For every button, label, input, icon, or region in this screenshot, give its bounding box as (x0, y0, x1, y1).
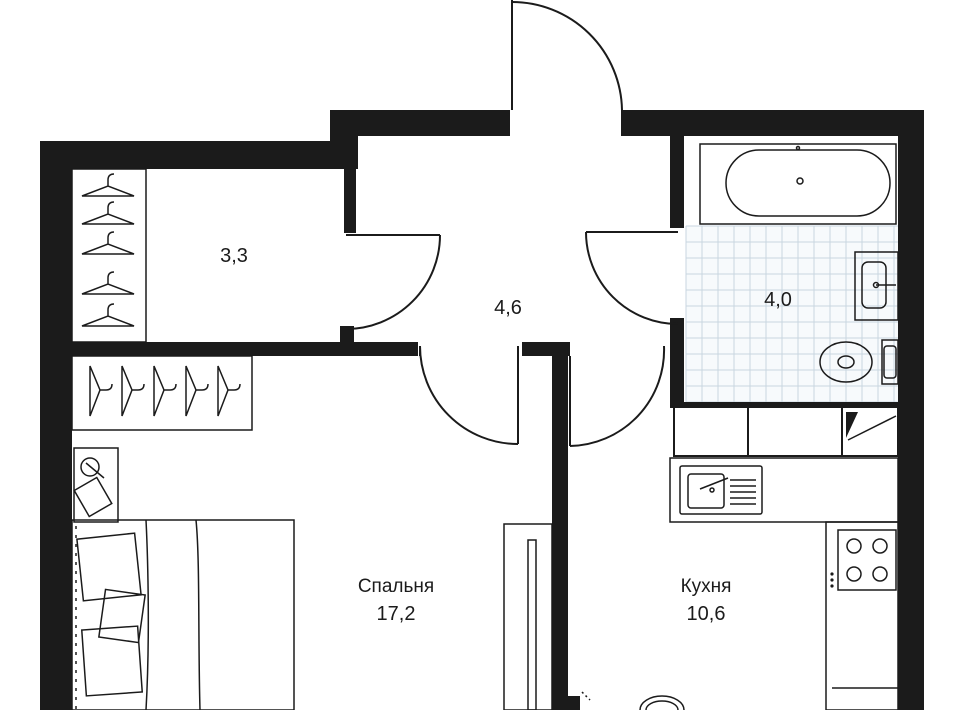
kitchen-counter (669, 457, 899, 710)
bed (71, 519, 295, 710)
hanger-icon (81, 231, 135, 255)
nightstand (73, 447, 119, 523)
kitchen-area: 10,6 (687, 603, 726, 625)
doors (345, 0, 679, 447)
hanger-icon (81, 201, 135, 225)
cooktop (830, 529, 897, 591)
utility-niches (673, 405, 899, 457)
bedroom-label: Спальня (358, 576, 434, 597)
hallway-area: 4,6 (494, 297, 522, 319)
washbasin (854, 251, 899, 321)
hanger-icon (121, 365, 145, 417)
hanger-icon (153, 365, 177, 417)
kitchen-door (569, 345, 666, 447)
kitchen-table (581, 691, 685, 710)
bathroom-door (585, 231, 679, 325)
bathtub (699, 143, 897, 225)
entrance-door (511, 0, 623, 136)
wardrobe-area: 3,3 (220, 245, 248, 267)
wardrobe-closet (71, 168, 147, 343)
bedroom-closet (71, 355, 253, 431)
wardrobe-door (345, 234, 441, 330)
hanger-icon (81, 271, 135, 295)
toilet (819, 339, 899, 385)
hanger-icon (185, 365, 209, 417)
walls (40, 110, 924, 710)
kitchen-label: Кухня (681, 576, 732, 597)
hanger-icon (81, 173, 135, 197)
bedroom-area: 17,2 (377, 603, 416, 625)
bedroom-cabinet (503, 523, 553, 710)
bedroom-door (419, 345, 519, 445)
bathroom-area: 4,0 (764, 289, 792, 311)
hanger-icon (217, 365, 241, 417)
hanger-icon (89, 365, 113, 417)
room-labels: 3,3 4,6 4,0 Спальня 17,2 Кухня 10,6 (220, 245, 792, 625)
kitchen-sink (679, 465, 763, 515)
hanger-icon (81, 303, 135, 327)
